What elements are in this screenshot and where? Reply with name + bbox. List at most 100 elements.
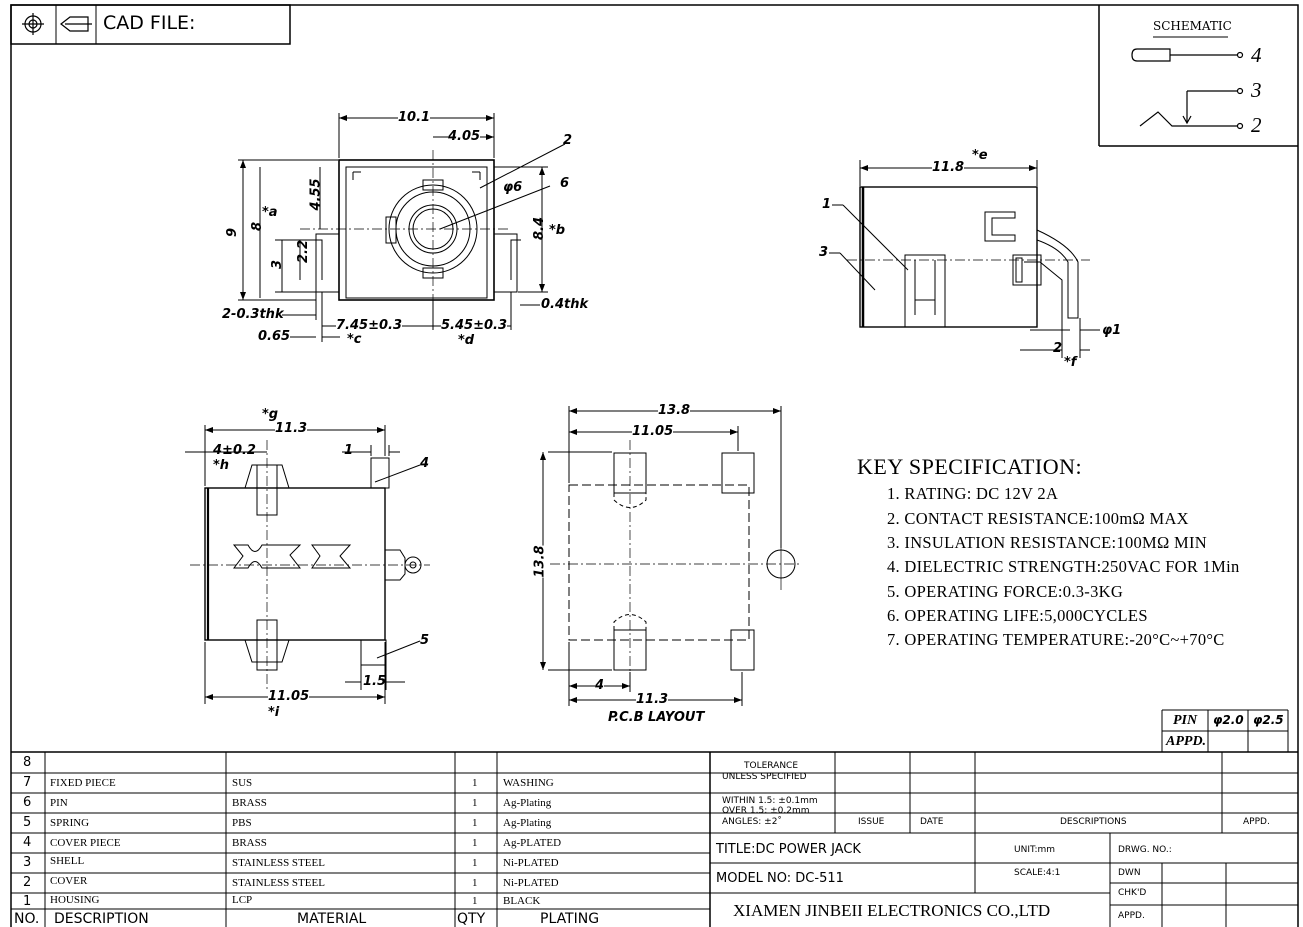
dim-h-mark: *h — [213, 458, 230, 473]
sheet-border — [10, 4, 1299, 927]
pcb-dim-13-8-h: 13.8 — [532, 545, 548, 578]
pin-table-appd: APPD. — [1166, 734, 1207, 749]
bom-row-material: BRASS — [232, 837, 267, 849]
tb-title: TITLE:DC POWER JACK — [716, 842, 861, 857]
bom-row-no: 4 — [23, 835, 32, 850]
dim-offset-4-05: 4.05 — [448, 129, 481, 144]
dim-width-10-1: 10.1 — [398, 110, 431, 125]
bom-row-plating: Ag-Plating — [503, 817, 552, 829]
bom-row-no: 6 — [23, 795, 32, 810]
bom-row-qty: 1 — [472, 777, 478, 789]
side-view — [829, 160, 1100, 358]
third-angle-projection-icon — [22, 13, 92, 35]
tolerance-over: OVER 1.5: ±0.2mm — [722, 806, 810, 816]
front-view — [238, 113, 566, 342]
tb-dwn: DWN — [1118, 868, 1141, 878]
title-block-grid — [710, 752, 1298, 927]
dim-a-mark: *a — [262, 205, 278, 220]
dim-0-65: 0.65 — [258, 329, 291, 344]
dim-2-2: 2.2 — [296, 239, 312, 264]
dim-0-4thk: 0.4thk — [541, 297, 589, 312]
bom-row-qty: 1 — [472, 797, 478, 809]
pcb-dim-11-3: 11.3 — [636, 692, 669, 707]
tb-appd: APPD. — [1118, 911, 1145, 921]
dim-1-bottom: 1 — [344, 443, 354, 458]
callout-phi6: φ6 — [503, 180, 523, 195]
bom-row-plating: Ni-PLATED — [503, 877, 559, 889]
bom-header-description: DESCRIPTION — [54, 911, 149, 927]
pin-table-grid — [1161, 709, 1289, 752]
dim-3: 3 — [270, 259, 286, 270]
dc-jack-schematic-symbol — [1131, 48, 1244, 130]
dim-d-5-45: 5.45±0.3 — [441, 318, 507, 333]
bom-row-plating: BLACK — [503, 895, 541, 907]
bom-row-no: 3 — [23, 855, 32, 870]
tolerance-line-1: TOLERANCE — [744, 761, 799, 771]
tb-issue: ISSUE — [858, 817, 885, 827]
dim-b-mark: *b — [549, 223, 566, 238]
dimension-arrowheads — [205, 115, 1037, 703]
bom-row-material: LCP — [232, 894, 253, 906]
dim-height-9: 9 — [225, 227, 241, 238]
key-spec-item: 4. DIELECTRIC STRENGTH:250VAC FOR 1Min — [887, 557, 1240, 576]
tolerance-line-2: UNLESS SPECIFIED — [722, 772, 807, 782]
bom-row-material: SUS — [232, 777, 253, 789]
dim-width-11-3: 11.3 — [275, 421, 308, 436]
tb-model: MODEL NO: DC-511 — [716, 871, 844, 886]
tolerance-angles: ANGLES: ±2˚ — [722, 817, 782, 827]
key-spec-item: 2. CONTACT RESISTANCE:100mΩ MAX — [887, 509, 1189, 528]
pin-table-d25: φ2.5 — [1253, 713, 1284, 727]
bom-row-no: 5 — [23, 815, 32, 830]
key-spec-title: KEY SPECIFICATION: — [857, 454, 1083, 479]
schematic-title: SCHEMATIC — [1153, 19, 1232, 33]
bom-row-material: STAINLESS STEEL — [232, 877, 325, 889]
bom-row-description: SPRING — [50, 817, 90, 829]
schematic-pin-4: 4 — [1251, 43, 1262, 67]
bom-row-no: 7 — [23, 775, 32, 790]
callout-3-side: 3 — [819, 245, 829, 260]
cad-file-label: CAD FILE: — [103, 12, 196, 34]
callout-4-bottom: 4 — [420, 456, 430, 471]
dim-c-mark: *c — [347, 332, 362, 347]
bom-row-description: PIN — [50, 797, 68, 809]
bom-row-description: FIXED PIECE — [50, 777, 116, 789]
dim-4-55: 4.55 — [308, 178, 324, 211]
bom-header-no: NO. — [14, 911, 40, 927]
dim-4-pm-0-2: 4±0.2 — [213, 443, 256, 458]
key-spec-item: 5. OPERATING FORCE:0.3-3KG — [887, 582, 1124, 601]
bom-row-qty: 1 — [472, 817, 478, 829]
bom-row-qty: 1 — [472, 857, 478, 869]
dim-a-8: 8 — [250, 221, 266, 232]
bom-row-description: SHELL — [50, 855, 85, 867]
bom-row-material: BRASS — [232, 797, 267, 809]
bom-row-description: COVER — [50, 875, 88, 887]
schematic-pin-2: 2 — [1251, 113, 1262, 137]
dim-d-mark: *d — [458, 333, 475, 348]
dim-c-7-45: 7.45±0.3 — [336, 318, 402, 333]
tb-chkd: CHK'D — [1118, 888, 1147, 898]
key-spec-item: 1. RATING: DC 12V 2A — [887, 484, 1059, 503]
pin-table-pin: PIN — [1173, 713, 1198, 728]
key-spec-item: 7. OPERATING TEMPERATURE:-20°C~+70°C — [887, 630, 1225, 649]
dim-e-mark: *e — [972, 148, 988, 163]
tb-drwg-no: DRWG. NO.: — [1118, 845, 1172, 855]
tolerance-within: WITHIN 1.5: ±0.1mm — [722, 796, 818, 806]
bom-row-qty: 1 — [472, 895, 478, 907]
dim-b-8-4: 8.4 — [532, 216, 548, 241]
dim-phi1: φ1 — [1102, 323, 1122, 338]
bom-row-material: STAINLESS STEEL — [232, 857, 325, 869]
bom-row-qty: 1 — [472, 837, 478, 849]
tb-scale: SCALE:4:1 — [1014, 868, 1061, 878]
key-spec-item: 6. OPERATING LIFE:5,000CYCLES — [887, 606, 1148, 625]
bom-grid — [11, 751, 1298, 927]
callout-6-front: 6 — [560, 176, 570, 191]
pcb-dim-4: 4 — [595, 678, 605, 693]
dim-g-mark: *g — [262, 407, 279, 422]
tb-descriptions: DESCRIPTIONS — [1060, 817, 1127, 827]
pcb-layout-label: P.C.B LAYOUT — [608, 710, 705, 725]
bom-row-material: PBS — [232, 817, 252, 829]
pin-table-d20: φ2.0 — [1213, 713, 1244, 727]
bom-header-qty: QTY — [457, 911, 486, 927]
dim-width-11-8: 11.8 — [932, 160, 965, 175]
